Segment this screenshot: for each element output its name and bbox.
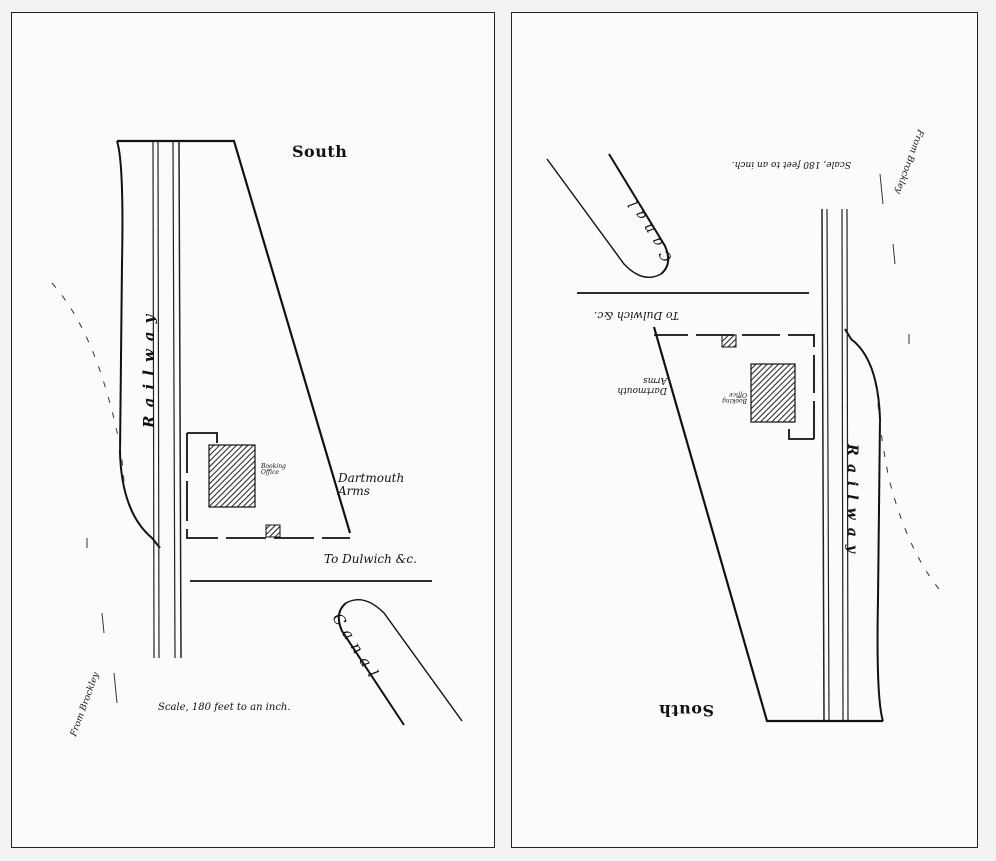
map-drawing-left: [51, 139, 463, 726]
booking-office-label: Booking Office: [261, 463, 286, 476]
station-enclosure: [654, 334, 815, 440]
canal-bank-2: [345, 599, 463, 722]
station-enclosure: [186, 432, 350, 539]
compass-label: South: [292, 142, 348, 161]
road-label: To Dulwich &c.: [593, 309, 679, 322]
site-boundary: [117, 139, 352, 534]
scale-label: Scale, 180 feet to an inch.: [158, 702, 291, 713]
scale-label: Scale, 180 feet to an inch.: [731, 159, 851, 169]
railway-label: Railway: [844, 444, 860, 561]
railway-embankment: [116, 140, 161, 549]
approach-dashes: [876, 388, 940, 590]
gate-lodge: [721, 334, 737, 348]
road-label: To Dulwich &c.: [324, 552, 417, 566]
canal-bank-2: [546, 158, 662, 278]
site-boundary: [652, 326, 883, 723]
railway-embankment: [844, 328, 884, 722]
railway-tracks: [152, 140, 182, 659]
gate-lodge: [265, 524, 281, 538]
compass-label: South: [658, 701, 714, 720]
railway-label: Railway: [140, 306, 158, 428]
booking-office-building: [750, 363, 796, 423]
booking-office-label: Booking Office: [722, 391, 747, 404]
approach-dashes-2: [879, 173, 910, 344]
dartmouth-arms-label: Dartmouth Arms: [617, 375, 667, 395]
canal-bank-1: [608, 153, 670, 275]
approach-dashes: [51, 282, 125, 484]
canal-bank-1: [337, 602, 405, 726]
approach-dashes-2: [86, 538, 118, 704]
booking-office-building: [208, 444, 256, 508]
map-inverted-group: South Railway Booking Office Dartmouth A…: [512, 13, 979, 849]
railway-tracks: [821, 208, 849, 722]
dartmouth-arms-label: Dartmouth Arms: [338, 471, 405, 499]
map-panel-left: South Railway Booking Office Dartmouth A…: [11, 12, 495, 848]
map-panel-right: South Railway Booking Office Dartmouth A…: [511, 12, 978, 848]
map-drawing-right: [546, 153, 940, 723]
